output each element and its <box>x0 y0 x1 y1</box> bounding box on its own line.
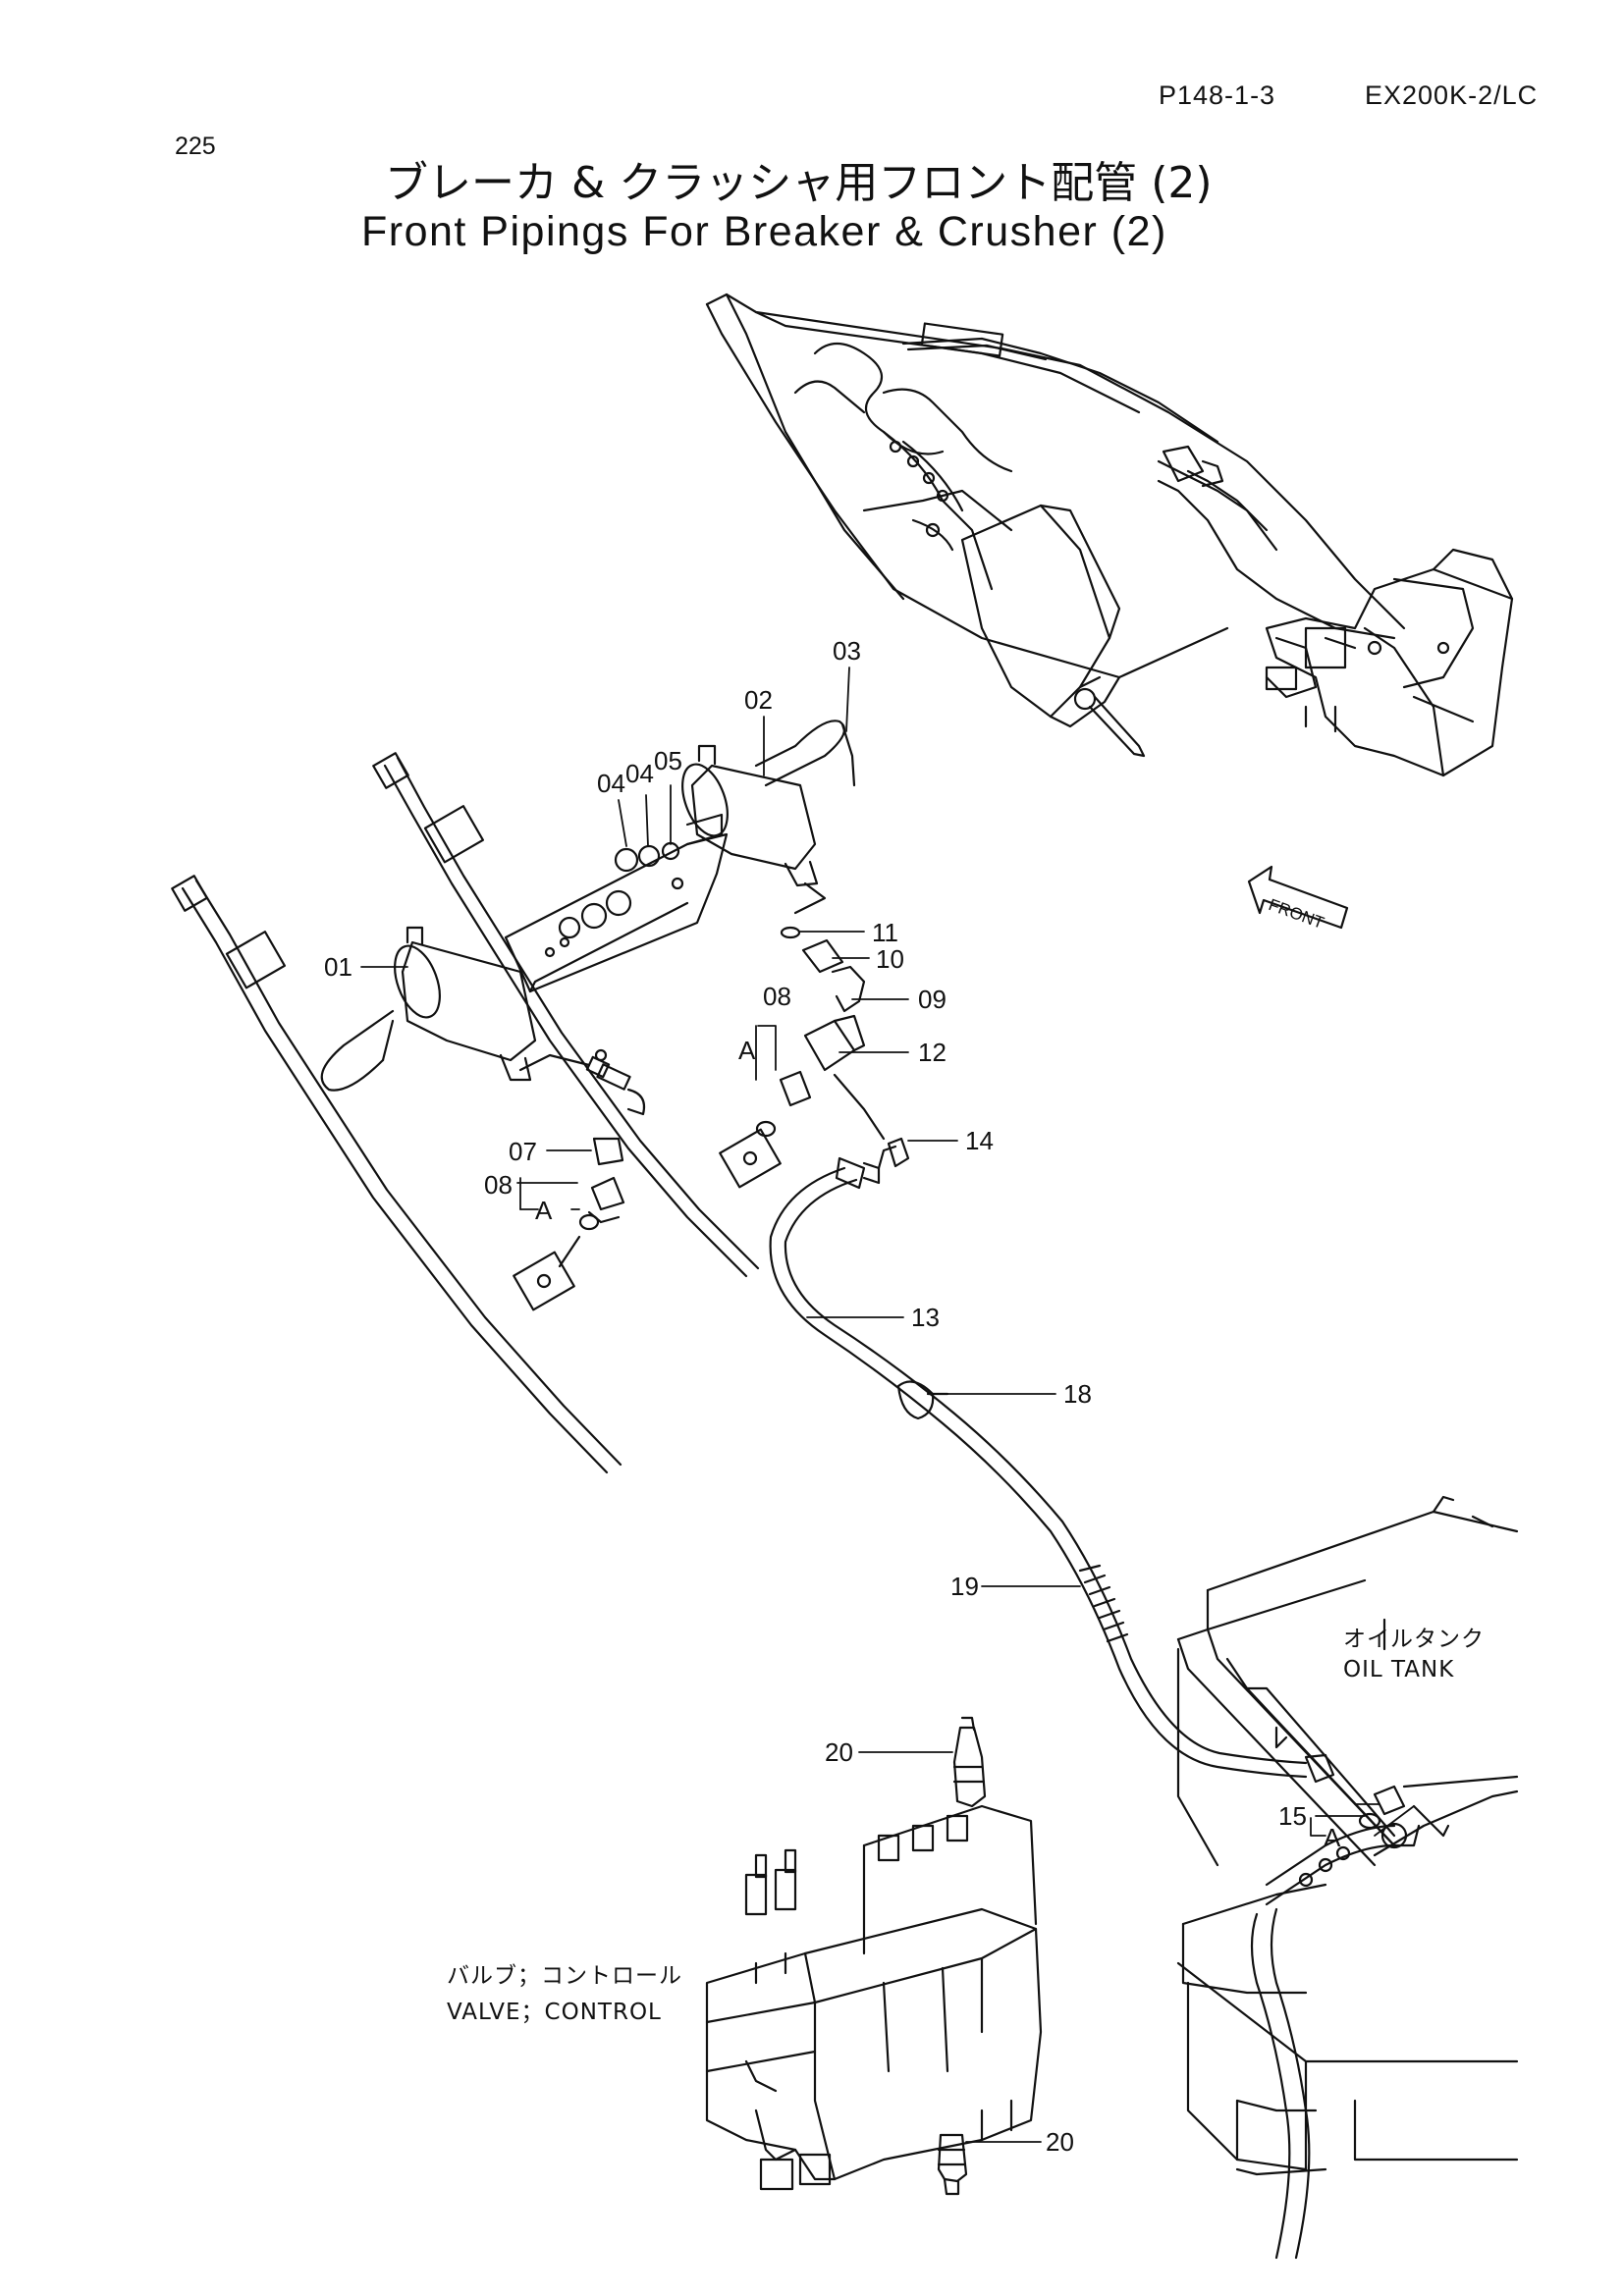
callout-19: 19 <box>950 1572 979 1601</box>
callout-04-first: 04 <box>597 769 625 798</box>
callout-20-bottom: 20 <box>1046 2127 1074 2157</box>
title-english: Front Pipings For Breaker & Crusher (2) <box>361 208 1167 255</box>
model-number: EX200K-2/LC <box>1365 80 1539 110</box>
callout-11: 11 <box>872 918 898 947</box>
callout-08-left: 08 <box>484 1170 513 1200</box>
callout-08-right: 08 <box>763 982 791 1011</box>
fittings-right-chain <box>755 881 910 1170</box>
callout-03: 03 <box>833 636 861 666</box>
callout-10: 10 <box>876 944 904 974</box>
page-reference: P148-1-3 <box>1159 80 1276 110</box>
callout-02: 02 <box>744 685 773 715</box>
callout-A-right: A <box>738 1036 756 1065</box>
pipe-assembly-left <box>171 752 782 1474</box>
hose-assembly <box>769 1156 1335 1784</box>
fittings-left-chain <box>518 1048 646 1268</box>
callout-18: 18 <box>1063 1379 1092 1409</box>
page-number: 225 <box>175 133 216 160</box>
bracket-and-accumulators <box>320 720 856 1092</box>
valve-label-jp: バルブ；コントロール <box>447 1963 682 1989</box>
callout-09: 09 <box>918 985 947 1014</box>
callout-13: 13 <box>911 1303 940 1332</box>
leader-lines <box>360 667 1415 2143</box>
callout-A-left: A <box>535 1196 553 1225</box>
callout-20-top: 20 <box>825 1737 853 1767</box>
front-direction-arrow <box>1247 865 1349 930</box>
oil-tank-label-en: OIL TANK <box>1343 1657 1455 1682</box>
callout-14: 14 <box>965 1126 994 1155</box>
oil-tank <box>1176 1495 1519 2260</box>
callout-15: 15 <box>1278 1801 1307 1831</box>
callout-01: 01 <box>324 952 352 982</box>
valve-label-en: VALVE；CONTROL <box>447 2000 662 2025</box>
relief-valves <box>937 1716 987 2196</box>
callout-12: 12 <box>918 1038 947 1067</box>
callout-07: 07 <box>509 1137 537 1166</box>
callout-04-second: 04 <box>625 759 654 788</box>
title-japanese: ブレーカ & クラッシャ用フロント配管 (2) <box>385 158 1213 208</box>
control-valve <box>705 1804 1043 2191</box>
callout-A-tank: A <box>1324 1823 1341 1852</box>
oil-tank-label-jp: オイルタンク <box>1343 1627 1485 1652</box>
boom-arm-assembly <box>705 293 1514 777</box>
callout-05: 05 <box>654 746 682 775</box>
